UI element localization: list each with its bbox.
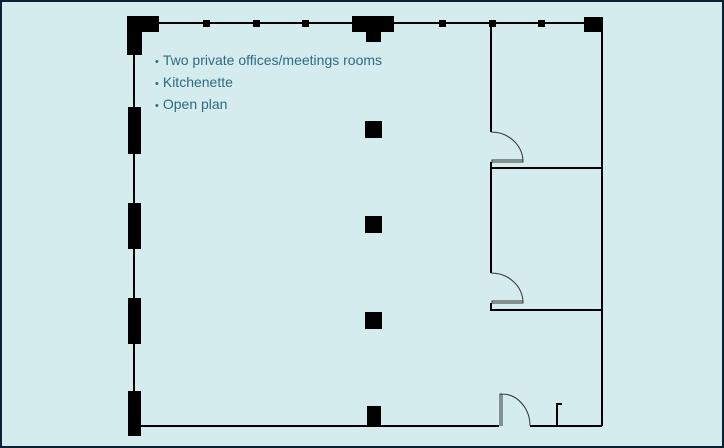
corner-block-top-left-vertical	[127, 16, 142, 55]
window-mullion	[489, 20, 496, 27]
column	[365, 216, 382, 233]
feature-item: Open plan	[155, 94, 382, 116]
feature-item: Kitchenette	[155, 72, 382, 94]
wall-pillar-left	[128, 107, 141, 154]
window-mullion	[203, 20, 210, 27]
kitchenette-post	[556, 403, 562, 426]
window-mullion	[439, 20, 446, 27]
door-office-1	[490, 131, 524, 163]
column	[365, 121, 382, 138]
feature-list: Two private offices/meetings rooms Kitch…	[155, 50, 382, 116]
window-mullion	[538, 20, 545, 27]
window-mullion	[253, 20, 260, 27]
column-top-center-stem	[366, 16, 381, 42]
feature-item: Two private offices/meetings rooms	[155, 50, 382, 72]
wall-pillar-left	[128, 203, 141, 249]
column	[365, 312, 382, 329]
wall-pillar-left	[128, 391, 141, 436]
corner-block-top-right	[584, 17, 603, 32]
column-bottom	[367, 406, 381, 426]
door-office-2	[490, 272, 524, 304]
wall-pillar-left	[128, 298, 141, 344]
door-entrance	[499, 393, 531, 427]
window-mullion	[302, 20, 309, 27]
